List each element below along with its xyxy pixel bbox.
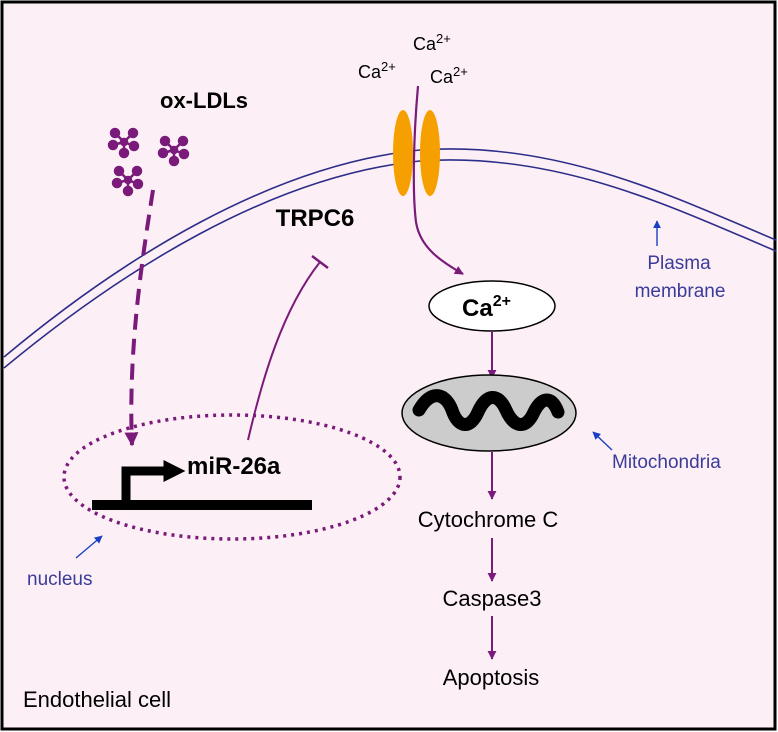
calcium-influx-arrow	[412, 85, 464, 275]
mitochondria-annotation-arrow	[592, 431, 613, 451]
plasma-membrane	[3, 148, 777, 369]
gene-dna-bar	[92, 500, 312, 510]
calcium-ion-label-top: Ca2+	[413, 31, 451, 54]
nucleus-annotation-arrow	[75, 535, 103, 559]
apoptosis-label: Apoptosis	[443, 665, 540, 690]
mitochondria-cristae	[412, 389, 565, 431]
promoter-arrow	[121, 460, 186, 502]
ox-ldl-particle	[107, 127, 140, 159]
mir26a-inhibits-trpc6	[247, 261, 321, 441]
plasma-membrane-annotation-line1: Plasma	[647, 253, 711, 274]
nucleus-annotation-label: nucleus	[27, 569, 93, 590]
ox-ldls-label: ox-LDLs	[160, 88, 248, 113]
intracellular-calcium-label: Ca2+	[462, 293, 511, 322]
mitochondria-annotation-label: Mitochondria	[612, 452, 721, 473]
ox-ldl-particles	[107, 127, 190, 197]
trpc6-channel	[393, 110, 440, 196]
nucleus	[62, 413, 402, 541]
ox-ldl-particle	[111, 165, 144, 197]
plasma-membrane-annotation-line2: membrane	[635, 281, 726, 302]
mitochondria	[401, 374, 577, 452]
trpc6-label: TRPC6	[276, 205, 355, 232]
calcium-ion-label-left: Ca2+	[358, 59, 396, 82]
endothelial-cell-label: Endothelial cell	[23, 687, 171, 712]
inhibition-bar	[311, 255, 329, 269]
cytochrome-c-label: Cytochrome C	[418, 507, 559, 532]
ox-ldl-uptake-arrow	[124, 189, 155, 447]
caspase3-label: Caspase3	[442, 586, 541, 611]
ox-ldl-particle	[157, 135, 190, 167]
calcium-ion-label-right: Ca2+	[430, 64, 468, 87]
mir26a-label: miR-26a	[187, 453, 281, 480]
